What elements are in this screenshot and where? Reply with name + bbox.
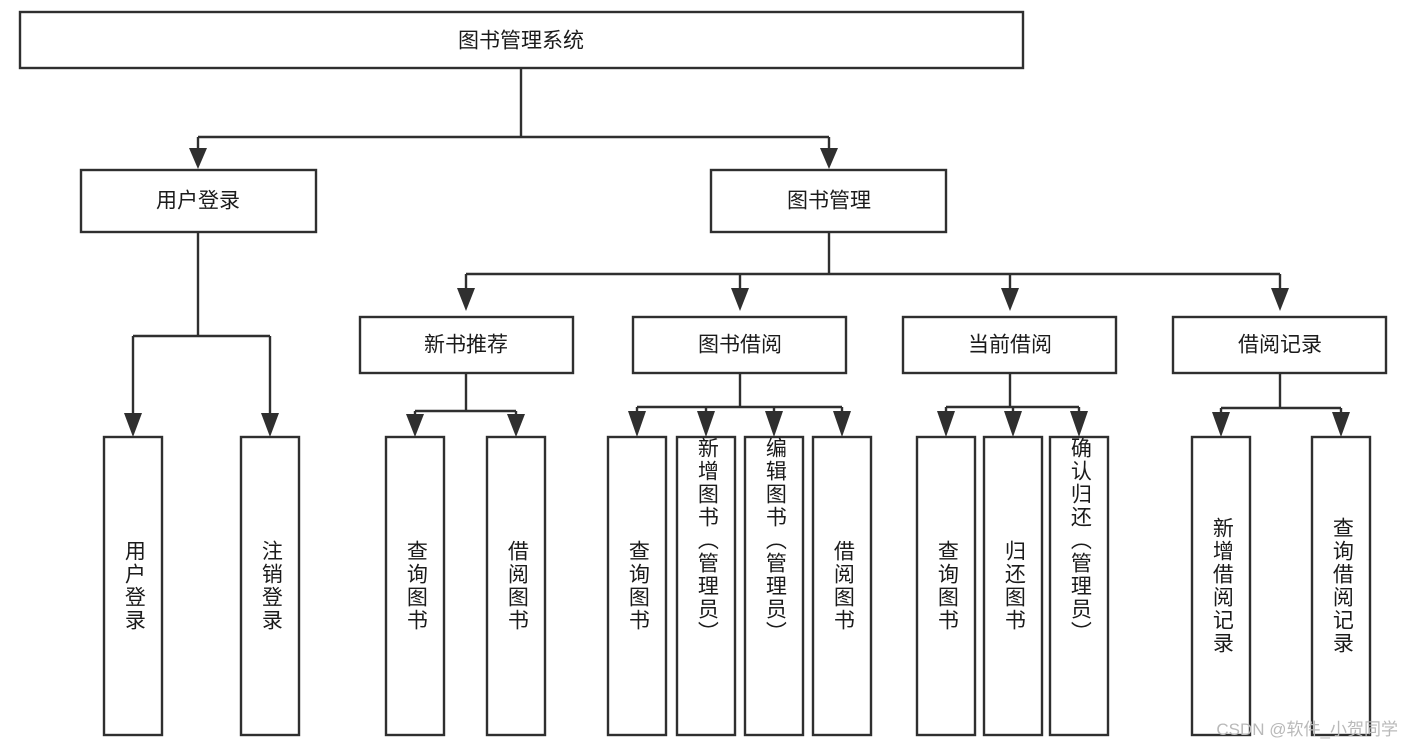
node-new-book-recommend-box[interactable] [358, 315, 575, 375]
leaf-book-borrow-borrow-box[interactable] [811, 435, 873, 737]
arrowhead-leaf-borrow-record-2 [1332, 412, 1350, 437]
arrowhead-to-book-borrow [731, 288, 749, 311]
leaf-new-book-query-box[interactable] [384, 435, 446, 737]
arrowhead-leaf-book-borrow-4 [833, 411, 851, 437]
arrowhead-to-new-book-recommend [457, 288, 475, 311]
arrowhead-leaf-book-borrow-2 [697, 411, 715, 437]
leaf-user-login-box[interactable] [102, 435, 164, 737]
node-current-borrow-label: 当前借阅 [968, 334, 1052, 357]
node-book-manage-box[interactable] [709, 168, 948, 234]
arrowhead-leaf-book-borrow-3 [765, 411, 783, 437]
arrowhead-leaf-user-login-1 [124, 413, 142, 437]
node-current-borrow-box[interactable] [901, 315, 1118, 375]
arrowhead-to-borrow-record [1271, 288, 1289, 311]
leaf-current-borrow-return-box[interactable] [982, 435, 1044, 737]
node-book-borrow-box[interactable] [631, 315, 848, 375]
arrowhead-to-book-manage [820, 148, 838, 169]
arrowhead-leaf-new-book-1 [406, 414, 424, 437]
arrowhead-leaf-current-borrow-3 [1070, 411, 1088, 437]
arrowhead-leaf-current-borrow-2 [1004, 411, 1022, 437]
node-book-borrow-label: 图书借阅 [698, 334, 782, 357]
leaf-new-book-borrow-box[interactable] [485, 435, 547, 737]
node-root-label: 图书管理系统 [458, 30, 584, 53]
arrowhead-to-current-borrow [1001, 288, 1019, 311]
leaf-current-borrow-confirm-box[interactable] [1048, 435, 1110, 737]
arrowhead-leaf-book-borrow-1 [628, 411, 646, 437]
node-user-login-label: 用户登录 [156, 190, 240, 213]
leaf-current-borrow-query-box[interactable] [915, 435, 977, 737]
node-new-book-recommend-label: 新书推荐 [424, 334, 508, 357]
arrowhead-to-user-login [189, 148, 207, 169]
arrowhead-leaf-new-book-2 [507, 414, 525, 437]
node-root-box[interactable] [18, 10, 1025, 70]
leaf-book-borrow-query-box[interactable] [606, 435, 668, 737]
node-borrow-record-label: 借阅记录 [1238, 334, 1322, 357]
node-borrow-record-box[interactable] [1171, 315, 1388, 375]
leaf-borrow-record-query-box[interactable] [1310, 435, 1372, 737]
leaf-borrow-record-add-box[interactable] [1190, 435, 1252, 737]
arrowhead-leaf-current-borrow-1 [937, 411, 955, 437]
arrowhead-leaf-borrow-record-1 [1212, 412, 1230, 437]
leaf-book-borrow-add-box[interactable] [675, 435, 737, 737]
node-book-manage-label: 图书管理 [787, 190, 871, 213]
leaf-book-borrow-edit-box[interactable] [743, 435, 805, 737]
arrowhead-leaf-user-login-2 [261, 413, 279, 437]
leaf-logout-box[interactable] [239, 435, 301, 737]
watermark-label: CSDN @软件_小贺同学 [1216, 720, 1398, 739]
